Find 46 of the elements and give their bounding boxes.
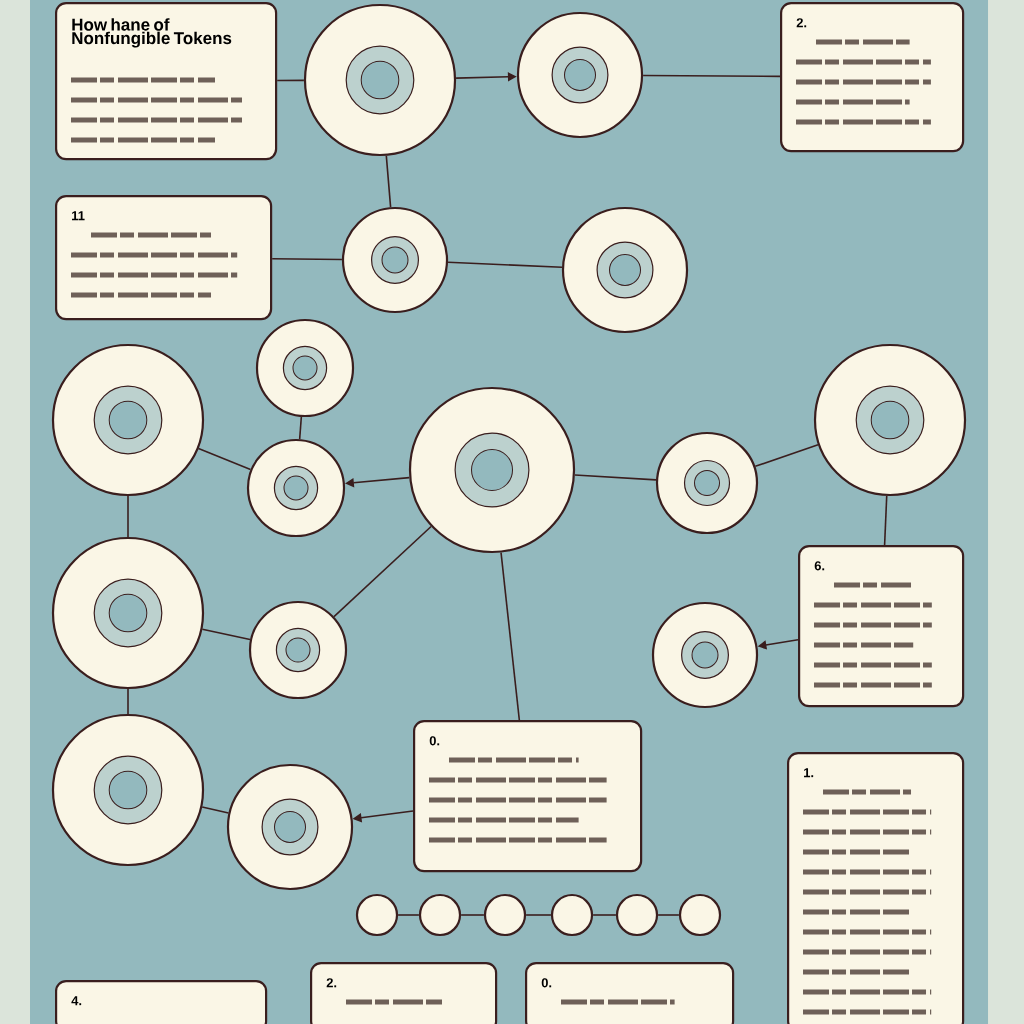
text-box: 4.: [55, 980, 268, 1024]
connector-line: [127, 495, 129, 538]
icon-circle: [226, 763, 354, 891]
icon-circle: [655, 431, 759, 535]
icon-circle: [651, 601, 759, 709]
icon-circle: [550, 893, 594, 937]
connector-line: [592, 914, 617, 916]
connector-line: [201, 628, 251, 641]
icon-circle: [248, 600, 348, 700]
connector-line: [197, 447, 252, 471]
connector-line: [271, 257, 343, 261]
icon-circle: [51, 713, 205, 867]
icon-circle: [355, 893, 399, 937]
icon-circle: [813, 343, 967, 497]
connector-line: [447, 261, 563, 269]
icon-circle: [51, 536, 205, 690]
icon-circle: [483, 893, 527, 937]
text-box: 0.: [525, 962, 735, 1024]
connector-line: [298, 416, 303, 440]
text-box: How hane of Nonfungible Tokens: [55, 2, 278, 161]
connector-line: [276, 79, 305, 82]
connector-line: [460, 914, 485, 916]
connector-line: [754, 443, 819, 468]
icon-circle: [341, 206, 449, 314]
icon-circle: [516, 11, 644, 139]
connector-line: [201, 806, 230, 814]
connector-line: [525, 914, 552, 916]
connector-line: [397, 914, 420, 916]
icon-circle: [678, 893, 722, 937]
connector-line: [127, 688, 129, 715]
connector-line: [642, 74, 781, 78]
connector-line: [385, 155, 392, 208]
connector-line: [333, 525, 432, 618]
icon-circle: [615, 893, 659, 937]
icon-circle: [255, 318, 355, 418]
connector-line: [657, 914, 680, 916]
icon-circle: [51, 343, 205, 497]
text-box: 2.: [310, 962, 498, 1024]
icon-circle: [246, 438, 346, 538]
icon-circle: [303, 3, 457, 157]
connector-line: [883, 495, 888, 546]
icon-circle: [418, 893, 462, 937]
icon-circle: [408, 386, 576, 554]
icon-circle: [561, 206, 689, 334]
connector-line: [500, 551, 521, 721]
connector-line: [574, 474, 657, 481]
